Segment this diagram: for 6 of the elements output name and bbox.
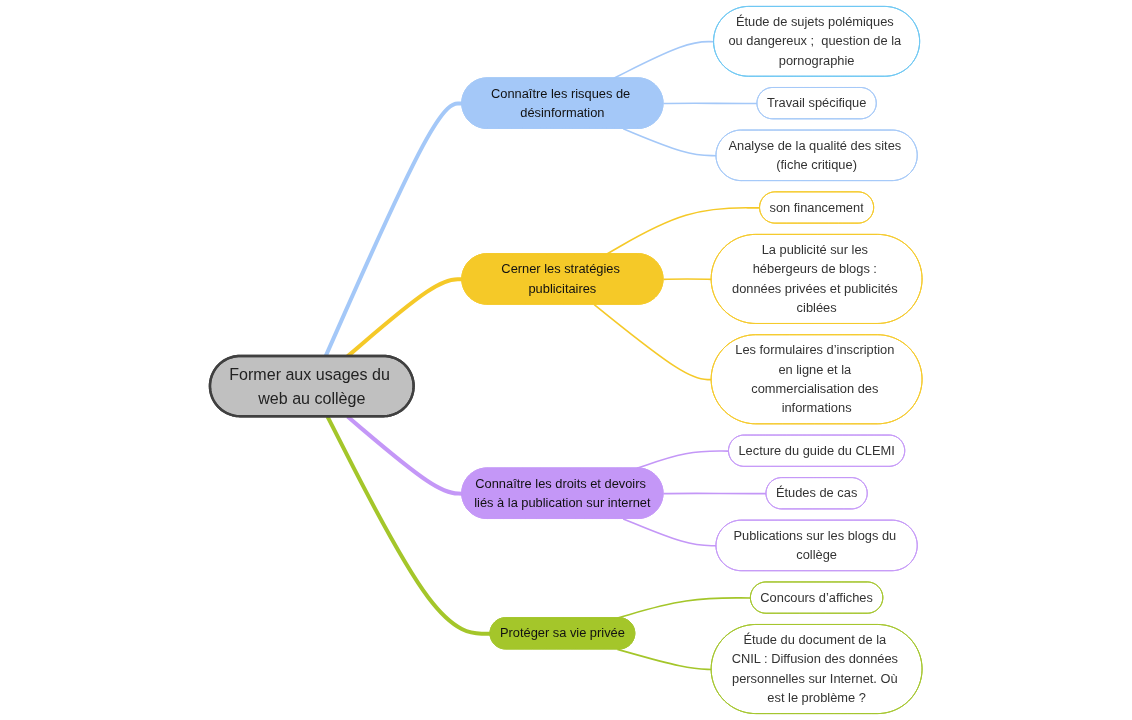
connector	[606, 207, 761, 255]
connector	[662, 492, 768, 495]
connector	[662, 278, 713, 281]
connector	[616, 648, 713, 671]
connector	[593, 303, 713, 381]
connector	[662, 102, 759, 105]
